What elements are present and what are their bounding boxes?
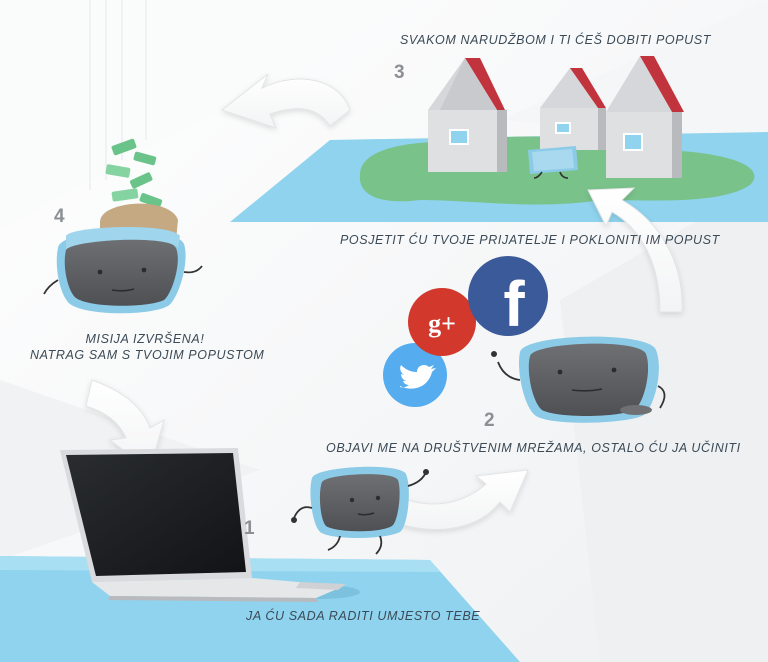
step-4-caption-line2: NATRAG SAM S TVOJIM POPUSTOM <box>30 348 265 362</box>
step-1-caption: JA ĆU SADA RADITI UMJESTO TEBE <box>246 609 481 623</box>
house-icon <box>428 58 507 172</box>
googleplus-icon: g+ <box>408 288 476 356</box>
arrow-icon <box>399 469 529 530</box>
arrow-icon <box>587 187 683 313</box>
house-icon <box>540 68 606 150</box>
facebook-icon: f <box>468 256 548 340</box>
robot-icon <box>43 226 203 314</box>
step-number-3: 3 <box>394 62 405 83</box>
googleplus-glyph: g+ <box>428 309 456 338</box>
house-icon <box>606 56 684 178</box>
facebook-glyph: f <box>503 268 525 340</box>
robot-icon <box>528 146 578 179</box>
island-scene <box>230 56 768 222</box>
step-number-2: 2 <box>484 410 495 431</box>
arrow-icon <box>220 73 351 129</box>
laptop-icon <box>60 448 360 602</box>
robot-icon <box>491 336 666 423</box>
extra-caption: POSJETIT ĆU TVOJE PRIJATELJE I POKLONITI… <box>340 233 720 247</box>
step-2-caption: OBJAVI ME NA DRUŠTVENIM MREŽAMA, OSTALO … <box>326 441 741 455</box>
step-number-4: 4 <box>54 206 65 227</box>
step-3-caption: SVAKOM NARUDŽBOM I TI ĆEŠ DOBITI POPUST <box>400 33 711 47</box>
robot-icon <box>291 466 429 555</box>
step-number-1: 1 <box>244 518 255 539</box>
step-4-caption-line1: MISIJA IZVRŠENA! <box>85 332 205 346</box>
twitter-icon <box>383 343 447 407</box>
